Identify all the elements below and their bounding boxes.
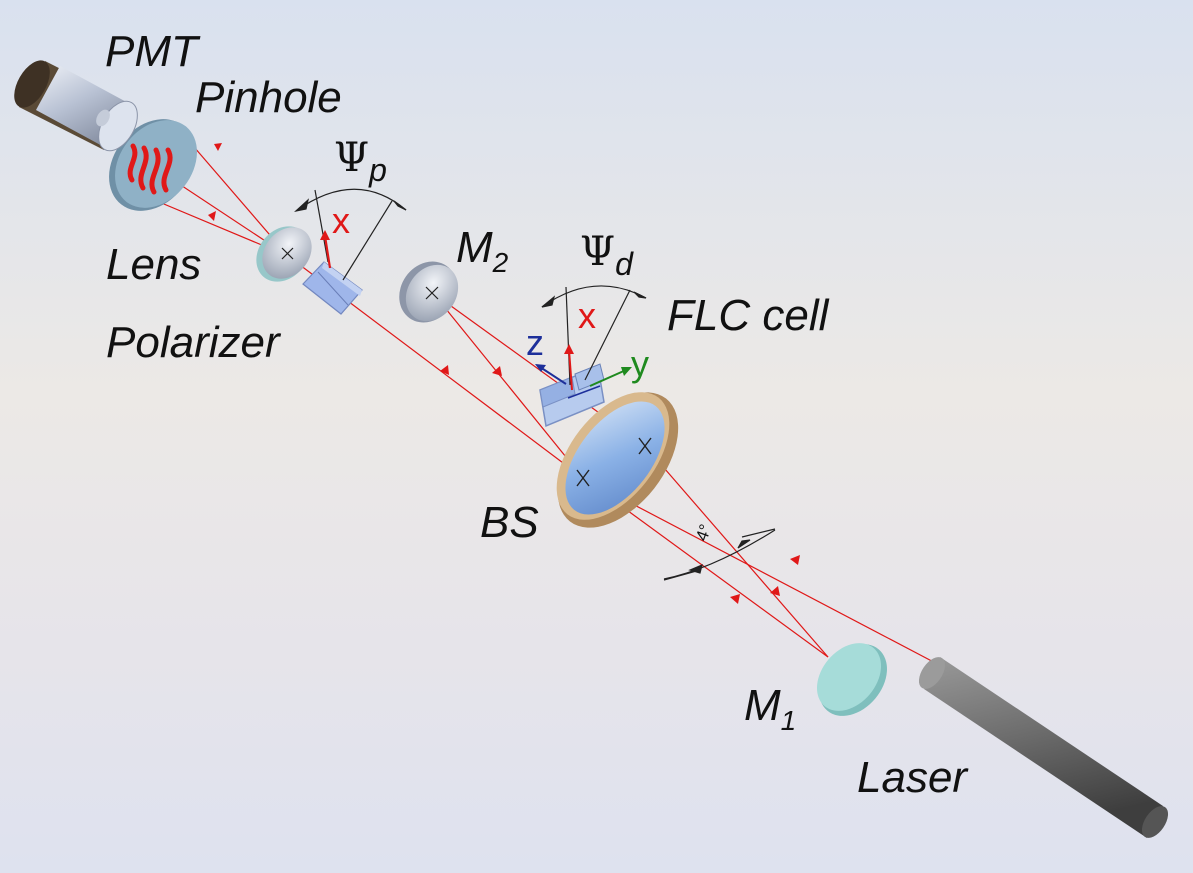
lens-label: Lens <box>106 240 202 289</box>
flc-y-label: y <box>631 343 649 384</box>
pinhole-shape <box>109 119 197 211</box>
beam-splitter-shape <box>556 392 679 528</box>
psi-d-label: Ψd <box>580 232 633 280</box>
flc-x-axis <box>564 344 574 391</box>
pmt-shape <box>14 60 138 152</box>
psi-d-arc <box>541 285 647 386</box>
mirror-m2-shape <box>399 261 459 323</box>
laser-beams <box>103 120 946 669</box>
flc-cell-label: FLC cell <box>667 291 829 340</box>
flc-y-axis <box>589 367 632 387</box>
m1-label: M1 <box>744 684 796 735</box>
polarizer-x-label: x <box>332 200 350 241</box>
m1-label-subscript: 1 <box>780 705 797 736</box>
psi-p-subscript: p <box>369 152 387 188</box>
laser-body <box>918 657 1169 838</box>
bs-label: BS <box>480 498 539 547</box>
lens-shape <box>256 226 312 282</box>
psi-p-label: Ψp <box>334 138 387 186</box>
polarizer-label: Polarizer <box>106 318 280 367</box>
flc-x-label: x <box>578 295 596 336</box>
m1-label-base: M <box>744 681 781 730</box>
psi-p-arc <box>294 188 407 281</box>
polarizer-x-axis <box>320 230 332 269</box>
psi-d-subscript: d <box>615 246 633 282</box>
m2-label-subscript: 2 <box>492 247 509 278</box>
psi-d-symbol: Ψ <box>580 229 616 275</box>
flc-z-axis <box>535 364 567 385</box>
pmt-label: PMT <box>105 27 198 76</box>
mirror-m1-shape <box>816 643 887 716</box>
polarizer-shape <box>302 261 363 315</box>
m2-label-base: M <box>456 223 493 272</box>
pinhole-label: Pinhole <box>195 73 342 122</box>
flc-z-label: z <box>526 322 544 363</box>
laser-label: Laser <box>857 753 968 802</box>
psi-p-symbol: Ψ <box>334 135 370 181</box>
m2-label: M2 <box>456 226 508 277</box>
four-degree-arc <box>663 528 776 581</box>
